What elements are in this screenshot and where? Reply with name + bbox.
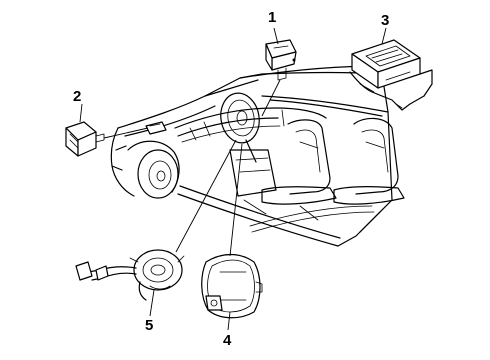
leader-lines: [79, 27, 387, 331]
part-5-clock-spring: [75, 249, 185, 301]
leader-1b: [261, 79, 281, 117]
callout-1: 1: [268, 9, 276, 26]
leader-1: [273, 27, 279, 45]
part-2-sensor: [65, 121, 105, 157]
vehicle-cutaway: [110, 65, 405, 247]
sensor-mount: [145, 121, 167, 135]
leader-4: [227, 311, 231, 331]
callout-2: 2: [73, 88, 81, 105]
part-3-control-module: [349, 39, 433, 111]
leader-5: [149, 289, 155, 317]
leader-2: [79, 103, 83, 123]
callout-4: 4: [223, 332, 232, 349]
leader-5b: [175, 139, 237, 253]
leader-2b: [103, 127, 149, 139]
leader-4b: [229, 143, 243, 257]
callout-3: 3: [381, 12, 389, 29]
part-1-sensor: [265, 39, 297, 81]
part-4-airbag-module: [201, 253, 263, 319]
leader-3: [381, 27, 387, 45]
callout-5: 5: [145, 317, 153, 334]
